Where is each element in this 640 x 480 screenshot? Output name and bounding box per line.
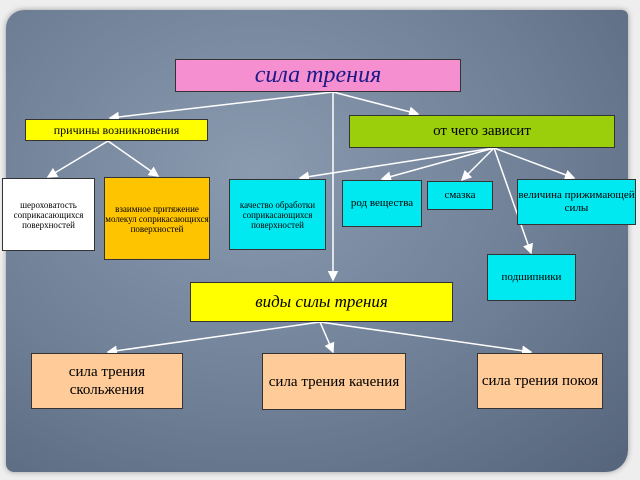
type-item-rolling: сила трения качения bbox=[262, 353, 406, 410]
cause-item-roughness: шероховатость соприкасающихся поверхност… bbox=[2, 178, 95, 251]
types-header-text: виды силы трения bbox=[255, 292, 388, 311]
types-header-box: виды силы трения bbox=[190, 282, 453, 322]
type-item-rest: сила трения покоя bbox=[477, 353, 603, 409]
title-box: сила трения bbox=[175, 59, 461, 92]
cause-item-attraction: взаимное притяжение молекул соприкасающи… bbox=[104, 177, 210, 260]
causes-header-text: причины возникновения bbox=[53, 122, 180, 137]
depend-item-pressing-force: величина прижимающей силы bbox=[517, 179, 636, 225]
depend-item-bearings: подшипники bbox=[487, 254, 576, 301]
depend-item-substance: род вещества bbox=[342, 180, 422, 227]
causes-header-box: причины возникновения bbox=[25, 119, 208, 141]
depend-item-processing-quality: качество обработки соприкасающихся повер… bbox=[229, 179, 326, 250]
depend-item-lubricant: смазка bbox=[427, 181, 493, 210]
type-item-sliding: сила трения скольжения bbox=[31, 353, 183, 409]
depends-header-text: от чего зависит bbox=[433, 123, 531, 139]
depends-header-box: от чего зависит bbox=[349, 115, 615, 148]
title-text: сила трения bbox=[254, 62, 382, 88]
